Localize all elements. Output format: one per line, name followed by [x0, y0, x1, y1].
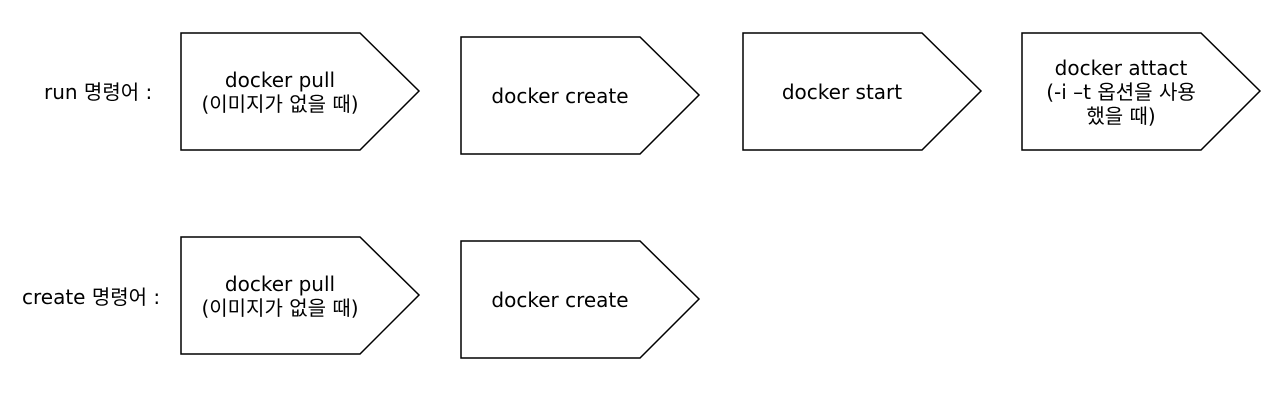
- run-step-docker-attact: docker attact (-i –t 옵션을 사용 했을 때): [1021, 32, 1262, 152]
- step-line: (이미지가 없을 때): [201, 296, 359, 320]
- chevron-shape: [460, 36, 701, 155]
- create-row-label: create 명령어 :: [22, 285, 161, 309]
- step-line: (-i –t 옵션을 사용: [1046, 80, 1196, 104]
- create-step-docker-create: docker create: [460, 240, 701, 360]
- step-line: docker start: [781, 80, 903, 104]
- run-step-docker-create: docker create: [460, 36, 701, 156]
- step-line: docker attact: [1054, 56, 1188, 80]
- chevron-shape: [1021, 32, 1262, 151]
- chevron-shape: [180, 236, 421, 355]
- step-line: docker create: [491, 84, 629, 108]
- run-step-docker-pull: docker pull (이미지가 없을 때): [180, 32, 421, 152]
- step-line: docker pull: [224, 68, 336, 92]
- step-line: docker create: [491, 288, 629, 312]
- step-line: docker pull: [224, 272, 336, 296]
- create-step-docker-pull: docker pull (이미지가 없을 때): [180, 236, 421, 356]
- chevron-shape: [180, 32, 421, 151]
- chevron-shape: [460, 240, 701, 359]
- run-row-label: run 명령어 :: [44, 80, 153, 104]
- run-step-docker-start: docker start: [742, 32, 983, 152]
- step-line: (이미지가 없을 때): [201, 92, 359, 116]
- chevron-shape: [742, 32, 983, 151]
- step-line: 했을 때): [1086, 104, 1156, 128]
